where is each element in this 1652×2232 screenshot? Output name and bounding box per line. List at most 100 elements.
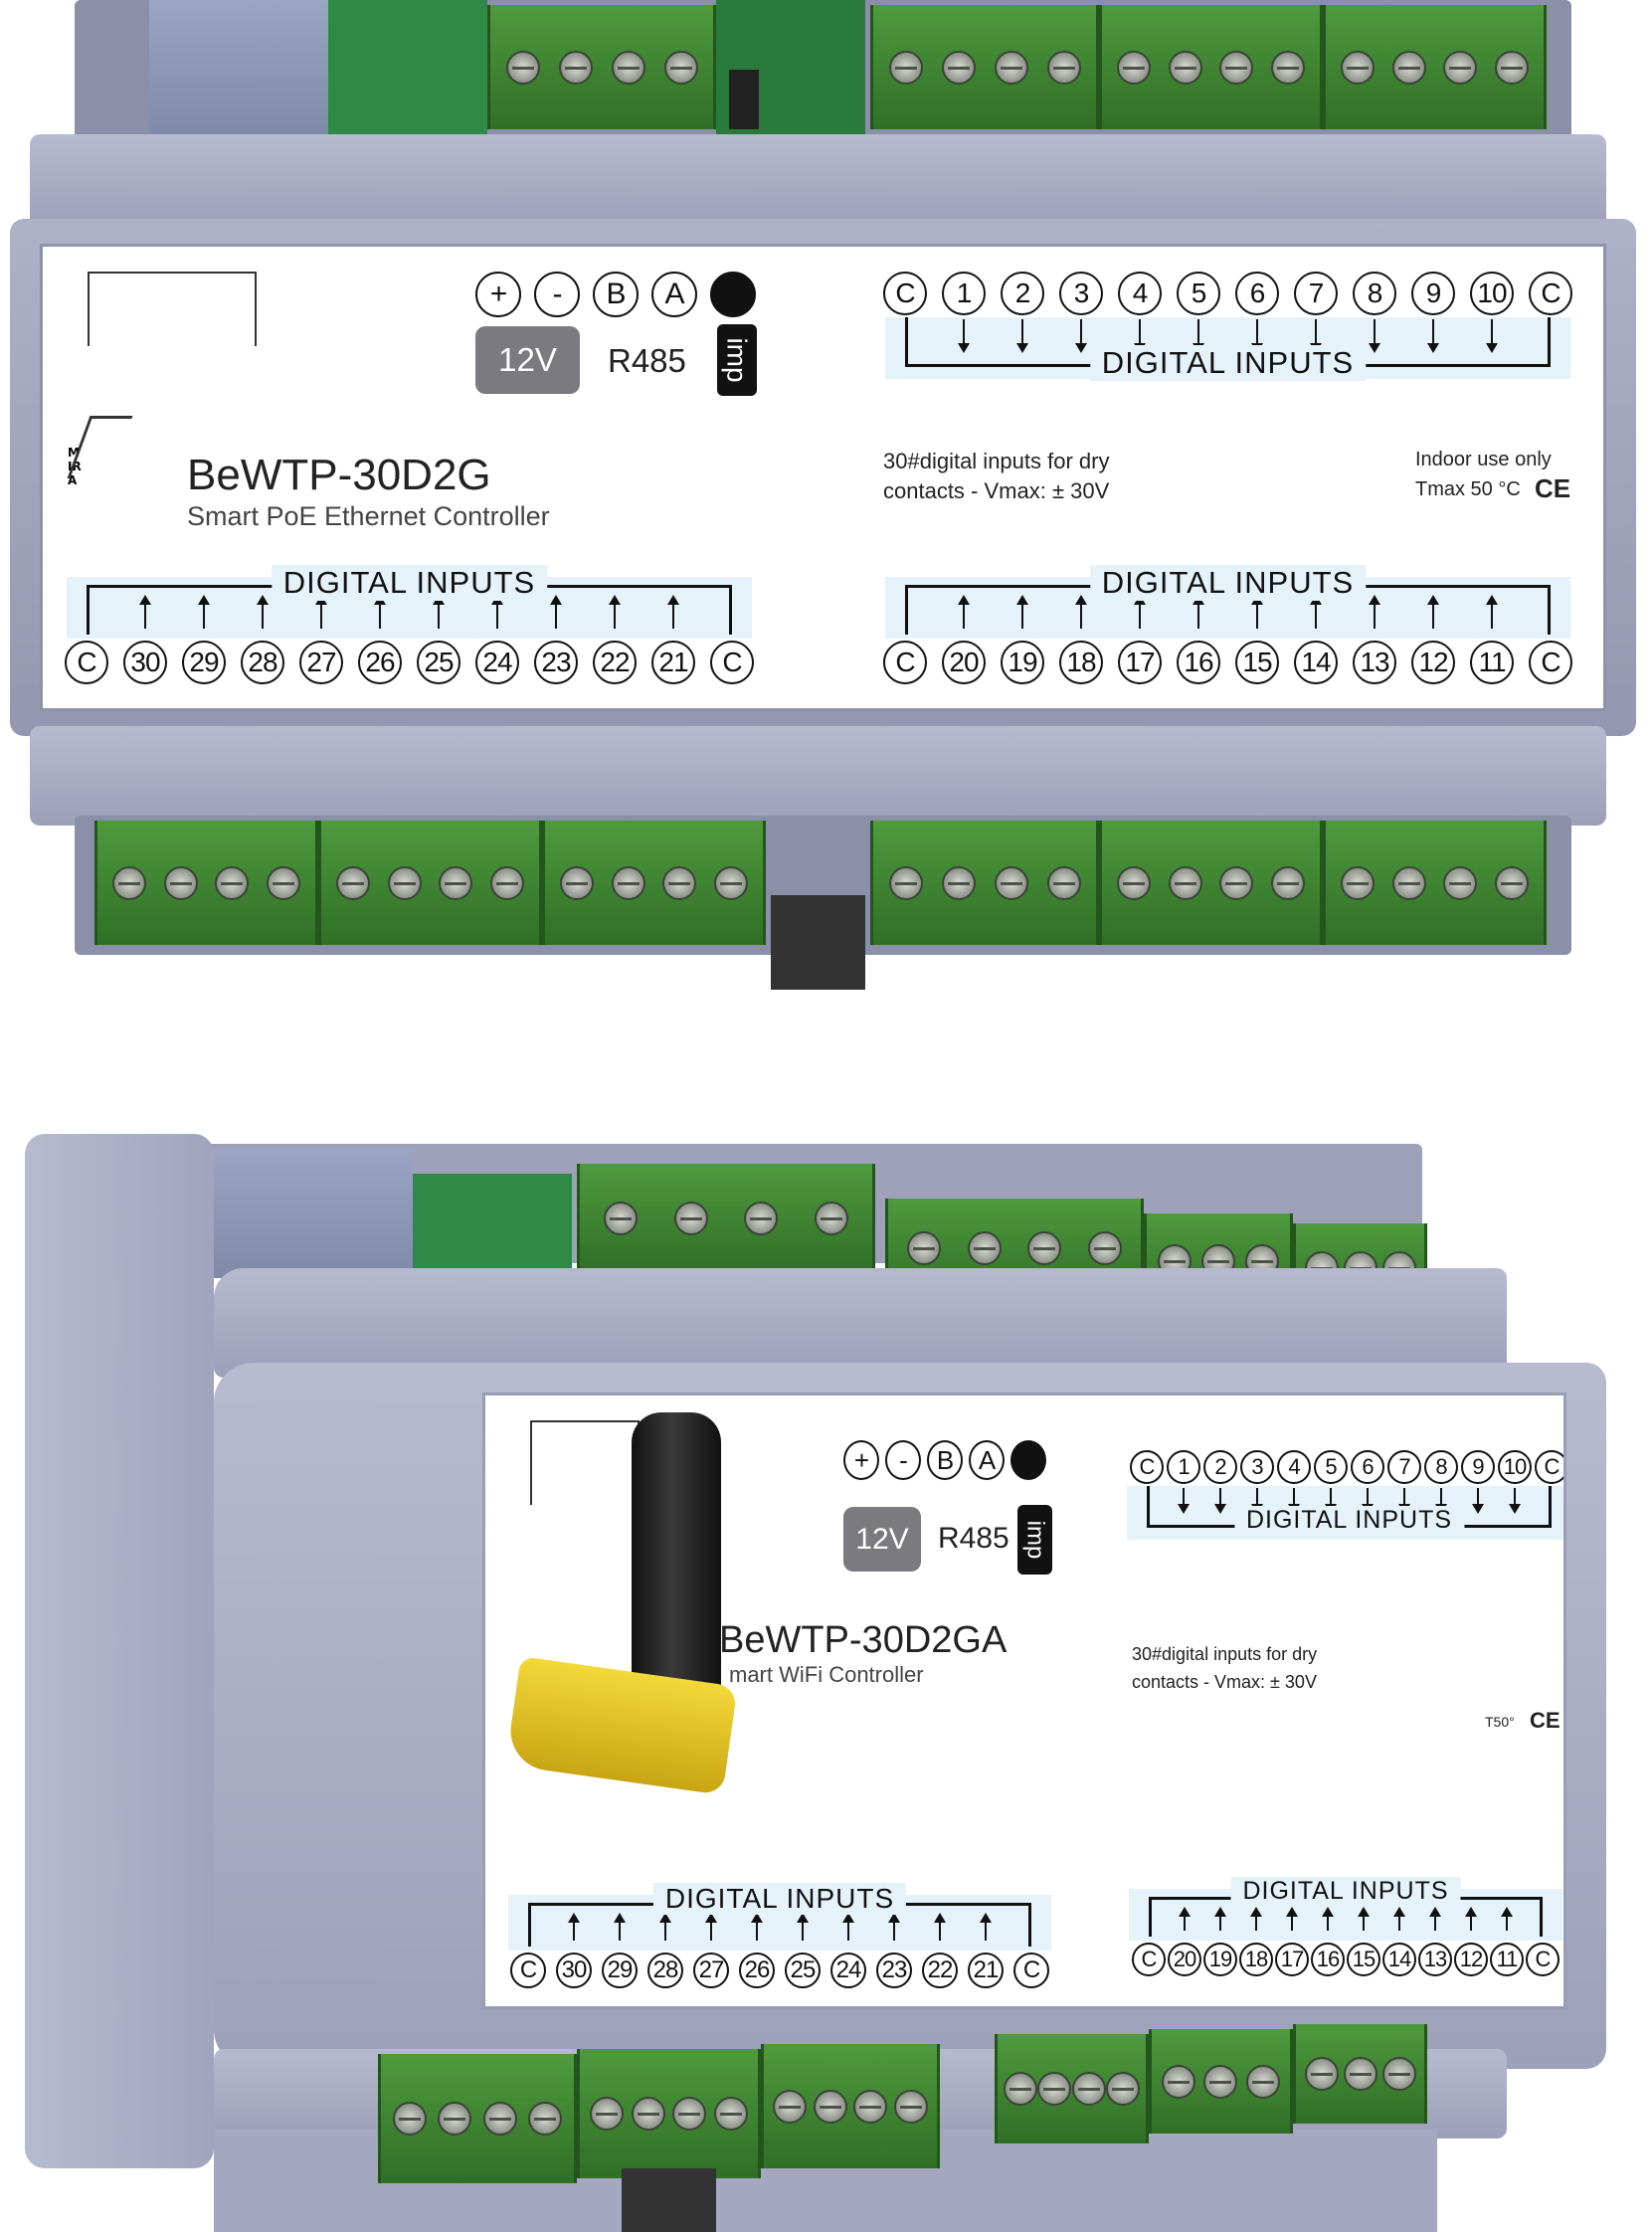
model-subtitle: Smart PoE Ethernet Controller — [187, 501, 550, 531]
description-line1: 30#digital inputs for dry — [883, 449, 1110, 473]
input-arrow — [1429, 1907, 1441, 1931]
ce-mark: CE — [1535, 473, 1571, 503]
power-terminal-plus: + — [843, 1440, 879, 1480]
terminal-block-bottom-1 — [94, 821, 318, 945]
input-arrow — [257, 595, 269, 629]
input-arrow — [1501, 1907, 1513, 1931]
input-arrow — [1486, 595, 1498, 629]
terminal-27: 27 — [299, 641, 343, 684]
terminal-21: 21 — [651, 641, 695, 684]
side-panel — [25, 1134, 214, 2168]
pcb — [328, 0, 487, 134]
terminal-3: 3 — [1059, 272, 1103, 315]
terminal-28: 28 — [241, 641, 284, 684]
terminal-9: 9 — [1411, 272, 1455, 315]
input-arrow — [1486, 319, 1498, 353]
input-arrow — [1214, 1907, 1226, 1931]
ce-mark: CE — [1530, 1708, 1560, 1733]
device-front-view: MIRA BeWTP-30D2G Smart PoE Ethernet Cont… — [0, 0, 1652, 995]
terminal-7: 7 — [1387, 1450, 1421, 1484]
terminal-27: 27 — [693, 1953, 729, 1988]
input-arrow — [1472, 1488, 1484, 1514]
upper-shoulder — [30, 134, 1606, 229]
input-arrow — [1369, 595, 1380, 629]
description-line2: contacts - Vmax: ± 30V — [1132, 1672, 1317, 1692]
input-arrow — [1427, 595, 1439, 629]
terminal-5: 5 — [1177, 272, 1220, 315]
terminal-29: 29 — [602, 1953, 638, 1988]
terminal-30: 30 — [556, 1953, 592, 1988]
switch — [729, 70, 759, 129]
terminal-C: C — [510, 1953, 546, 1988]
input-arrow — [842, 1913, 854, 1941]
terminal-8: 8 — [1424, 1450, 1458, 1484]
input-arrow — [568, 1913, 580, 1941]
terminal-20: 20 — [942, 641, 986, 684]
model-name: BeWTP-30D2G — [187, 451, 491, 499]
terminal-15: 15 — [1347, 1943, 1380, 1976]
terminal-10: 10 — [1498, 1450, 1532, 1484]
inputs-title: DIGITAL INPUTS — [1089, 345, 1367, 381]
terminal-25: 25 — [417, 641, 460, 684]
power-terminal-imp — [710, 272, 756, 317]
tmax-note: T50° — [1485, 1714, 1515, 1730]
bus-label: R485 — [608, 342, 686, 379]
input-arrow — [1286, 1907, 1298, 1931]
terminal-7: 7 — [1294, 272, 1338, 315]
terminal-20: 20 — [1168, 1943, 1201, 1976]
input-arrow — [958, 319, 970, 353]
model-name: BeWTP-30D2GA — [719, 1619, 1008, 1661]
terminal-block-top-2 — [1099, 5, 1323, 129]
input-arrow — [315, 595, 327, 629]
terminal-block-power — [577, 1164, 875, 1273]
imp-tag: imp — [1017, 1505, 1052, 1575]
terminal-C: C — [1132, 1943, 1166, 1976]
terminal-5: 5 — [1314, 1450, 1348, 1484]
terminal-block-bottom-2 — [318, 821, 542, 945]
power-terminal-A: A — [651, 272, 697, 317]
terminal-block-bottom-6 — [1323, 821, 1547, 945]
lower-shoulder — [30, 726, 1606, 826]
terminal-19: 19 — [1001, 641, 1044, 684]
terminal-14: 14 — [1294, 641, 1338, 684]
terminal-12: 12 — [1411, 641, 1455, 684]
terminal-block-bottom-1 — [378, 2054, 577, 2183]
terminal-19: 19 — [1203, 1943, 1237, 1976]
terminal-block-bottom-3 — [542, 821, 766, 945]
input-arrow — [1310, 595, 1322, 629]
front-label: MIRA BeWTP-30D2G Smart PoE Ethernet Cont… — [40, 244, 1606, 711]
terminal-block-bottom-5 — [1149, 2029, 1293, 2134]
input-arrow — [1465, 1907, 1477, 1931]
terminal-3: 3 — [1240, 1450, 1274, 1484]
terminal-22: 22 — [593, 641, 637, 684]
terminal-C: C — [65, 641, 108, 684]
terminal-10: 10 — [1470, 272, 1514, 315]
terminal-13: 13 — [1418, 1943, 1452, 1976]
input-arrow — [374, 595, 386, 629]
input-arrow — [1179, 1907, 1191, 1931]
din-clip — [771, 895, 865, 990]
terminal-1: 1 — [942, 272, 986, 315]
terminal-21: 21 — [968, 1953, 1004, 1988]
terminal-block-bottom-4 — [995, 2034, 1149, 2143]
input-arrow — [797, 1913, 809, 1941]
ethernet-port — [149, 0, 328, 134]
model-subtitle: mart WiFi Controller — [729, 1662, 924, 1687]
rj45-icon — [88, 272, 257, 346]
power-terminal-minus: - — [885, 1440, 921, 1480]
terminal-30: 30 — [123, 641, 167, 684]
input-arrow — [1075, 595, 1087, 629]
terminal-2: 2 — [1203, 1450, 1237, 1484]
input-arrow — [1322, 1907, 1334, 1931]
terminal-17: 17 — [1118, 641, 1162, 684]
terminal-25: 25 — [785, 1953, 821, 1988]
terminal-6: 6 — [1235, 272, 1279, 315]
power-terminal-plus: + — [475, 272, 521, 317]
terminal-C: C — [710, 641, 754, 684]
terminal-1: 1 — [1167, 1450, 1200, 1484]
input-arrow — [1134, 595, 1146, 629]
terminal-26: 26 — [739, 1953, 775, 1988]
input-arrow — [751, 1913, 763, 1941]
input-arrow — [139, 595, 151, 629]
terminal-17: 17 — [1275, 1943, 1309, 1976]
